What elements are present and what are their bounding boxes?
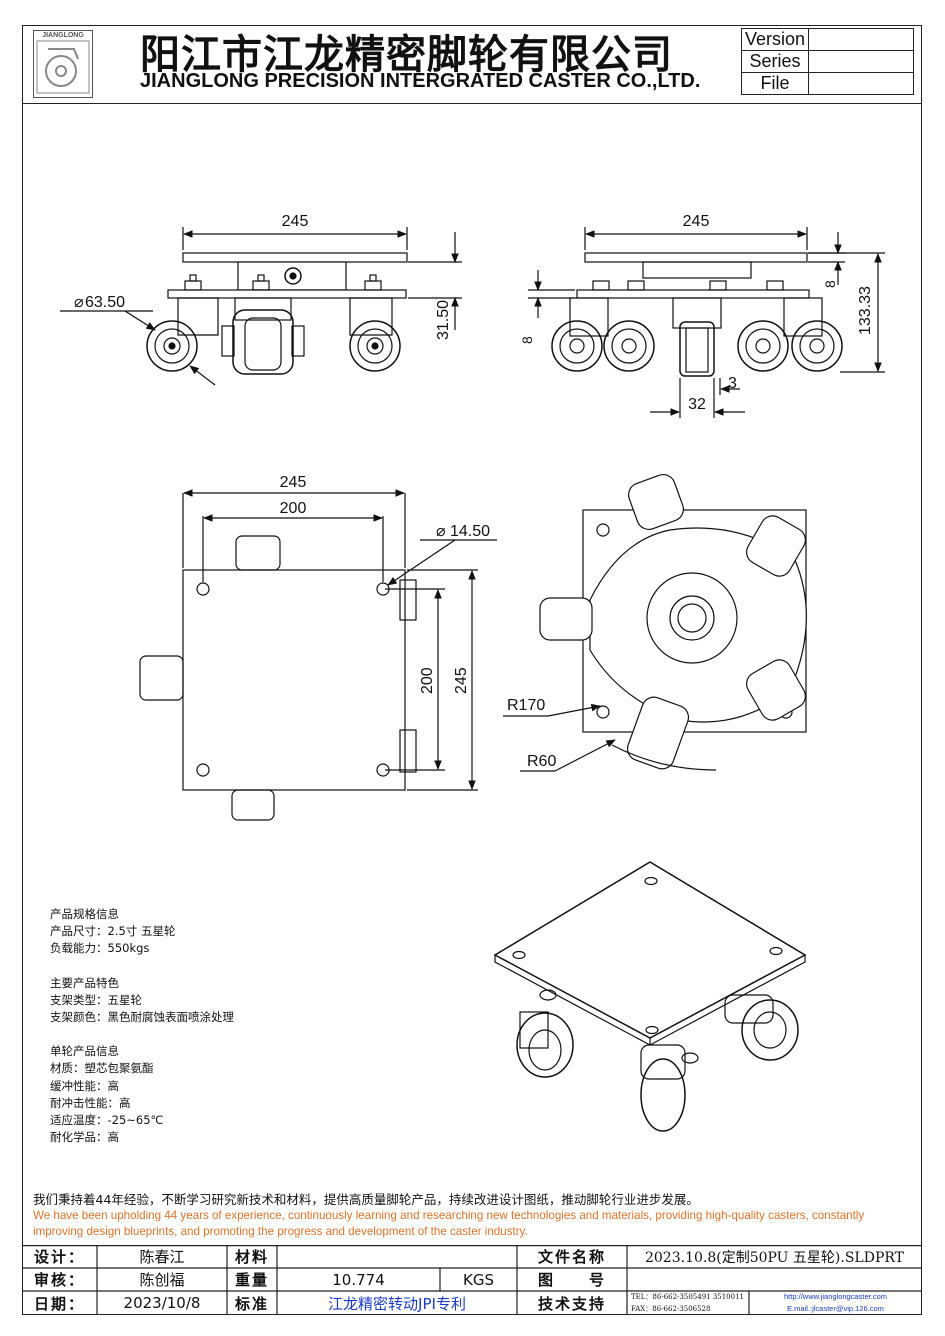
spec-load: 负载能力：550kgs	[50, 941, 150, 956]
wheel-dia-dim: 63.50	[85, 294, 125, 311]
review-label: 审核：	[33, 1271, 85, 1289]
top-width-dim: 245	[280, 474, 307, 491]
top-holes-dim: 200	[280, 500, 307, 517]
filename-value: 2023.10.8(定制50PU 五星轮).SLDPRT	[644, 1249, 905, 1266]
weight-label: 重量	[234, 1271, 269, 1289]
email-link[interactable]: E.mail.:jlcaster@vip.126.com	[787, 1304, 884, 1313]
isometric-view	[493, 861, 807, 1132]
r170-dim: R170	[507, 697, 545, 714]
bottom-view	[503, 474, 807, 772]
contact-info: TEL：86-662-3505491 3510011 FAX：86-662-35…	[631, 1291, 749, 1315]
web-contact: http://www.jianglongcaster.com E.mail.:j…	[749, 1291, 922, 1315]
material-label: 材料	[234, 1248, 269, 1266]
drawing-border	[22, 25, 922, 1315]
side-width-dim: 245	[683, 213, 710, 230]
drawing-no-label: 图 号	[537, 1271, 606, 1289]
design-value: 陈春江	[139, 1248, 185, 1266]
support-label: 技术支持	[537, 1294, 606, 1313]
side-plate-dim: 8	[822, 280, 838, 288]
front-height-dim: 31.50	[435, 300, 452, 340]
offset-dim: 3	[728, 375, 737, 392]
r60-dim: R60	[527, 753, 556, 770]
wheel-section-title: 单轮产品信息	[50, 1044, 119, 1059]
side-view	[528, 227, 885, 418]
tel-text: TEL：86-662-3505491 3510011	[631, 1293, 745, 1301]
title-block-grid	[22, 1245, 922, 1315]
filename-label: 文件名称	[537, 1248, 606, 1266]
standard-value: 江龙精密转动JPI专利	[328, 1294, 466, 1313]
company-name-en: JIANGLONG PRECISION INTERGRATED CASTER C…	[140, 70, 701, 92]
spec-bracket-type: 支架类型：五星轮	[50, 992, 142, 1007]
design-label: 设计：	[33, 1248, 85, 1266]
top-v-holes-dim: 200	[419, 667, 436, 694]
front-view	[60, 227, 462, 386]
spec-section-title: 产品规格信息	[50, 907, 119, 921]
hole-dia-symbol: ⌀	[436, 523, 446, 540]
slogan-cn: 我们秉持着44年经验，不断学习研究新技术和材料，提供高质量脚轮产品，持续改进设计…	[33, 1192, 699, 1207]
file-value	[808, 72, 914, 95]
logo-text: JIANGLONG	[42, 32, 84, 39]
front-width-dim: 245	[282, 213, 309, 230]
side-left-dim: 8	[519, 336, 535, 344]
hole-dia-dim: 14.50	[450, 523, 490, 540]
company-logo: JIANGLONG	[33, 30, 93, 98]
spec-buffer: 缓冲性能：高	[50, 1078, 119, 1093]
title-block: 设计： 陈春江 材料 文件名称 2023.10.8(定制50PU 五星轮).SL…	[22, 1245, 922, 1315]
spec-bracket-color: 支架颜色：黑色耐腐蚀表面喷涂处理	[50, 1010, 234, 1025]
header-divider	[22, 103, 922, 104]
wheel-width-dim: 32	[688, 396, 706, 413]
feature-section-title: 主要产品特色	[50, 975, 119, 990]
spec-chem: 耐化学品：高	[50, 1130, 119, 1145]
weight-unit: KGS	[463, 1270, 494, 1289]
spec-temp: 适应温度：-25~65℃	[50, 1113, 164, 1128]
review-value: 陈创福	[139, 1271, 185, 1289]
top-view	[139, 489, 497, 821]
date-value: 2023/10/8	[123, 1294, 201, 1312]
wheel-dia-symbol: ⌀	[74, 294, 84, 311]
date-label: 日期：	[33, 1294, 85, 1313]
spec-notes: 产品规格信息 产品尺寸：2.5寸 五星轮 负载能力：550kgs 主要产品特色 …	[50, 906, 234, 1146]
standard-label: 标准	[234, 1294, 269, 1313]
company-name-cn: 阳江市江龙精密脚轮有限公司	[140, 32, 673, 78]
website-link[interactable]: http://www.jianglongcaster.com	[784, 1292, 887, 1301]
side-height-dim: 133.33	[857, 286, 874, 335]
caster-logo-icon	[36, 40, 90, 94]
slogan-en: We have been upholding 44 years of exper…	[33, 1209, 865, 1238]
spec-material: 材质：塑芯包聚氨酯	[50, 1061, 154, 1076]
weight-value: 10.774	[332, 1270, 385, 1289]
top-v-width-dim: 245	[453, 667, 470, 694]
version-table: Version Series File	[741, 28, 914, 95]
spec-size: 产品尺寸：2.5寸 五星轮	[50, 924, 176, 939]
spec-impact: 耐冲击性能：高	[50, 1095, 131, 1110]
fax-text: FAX：86-662-3506528	[631, 1305, 711, 1313]
